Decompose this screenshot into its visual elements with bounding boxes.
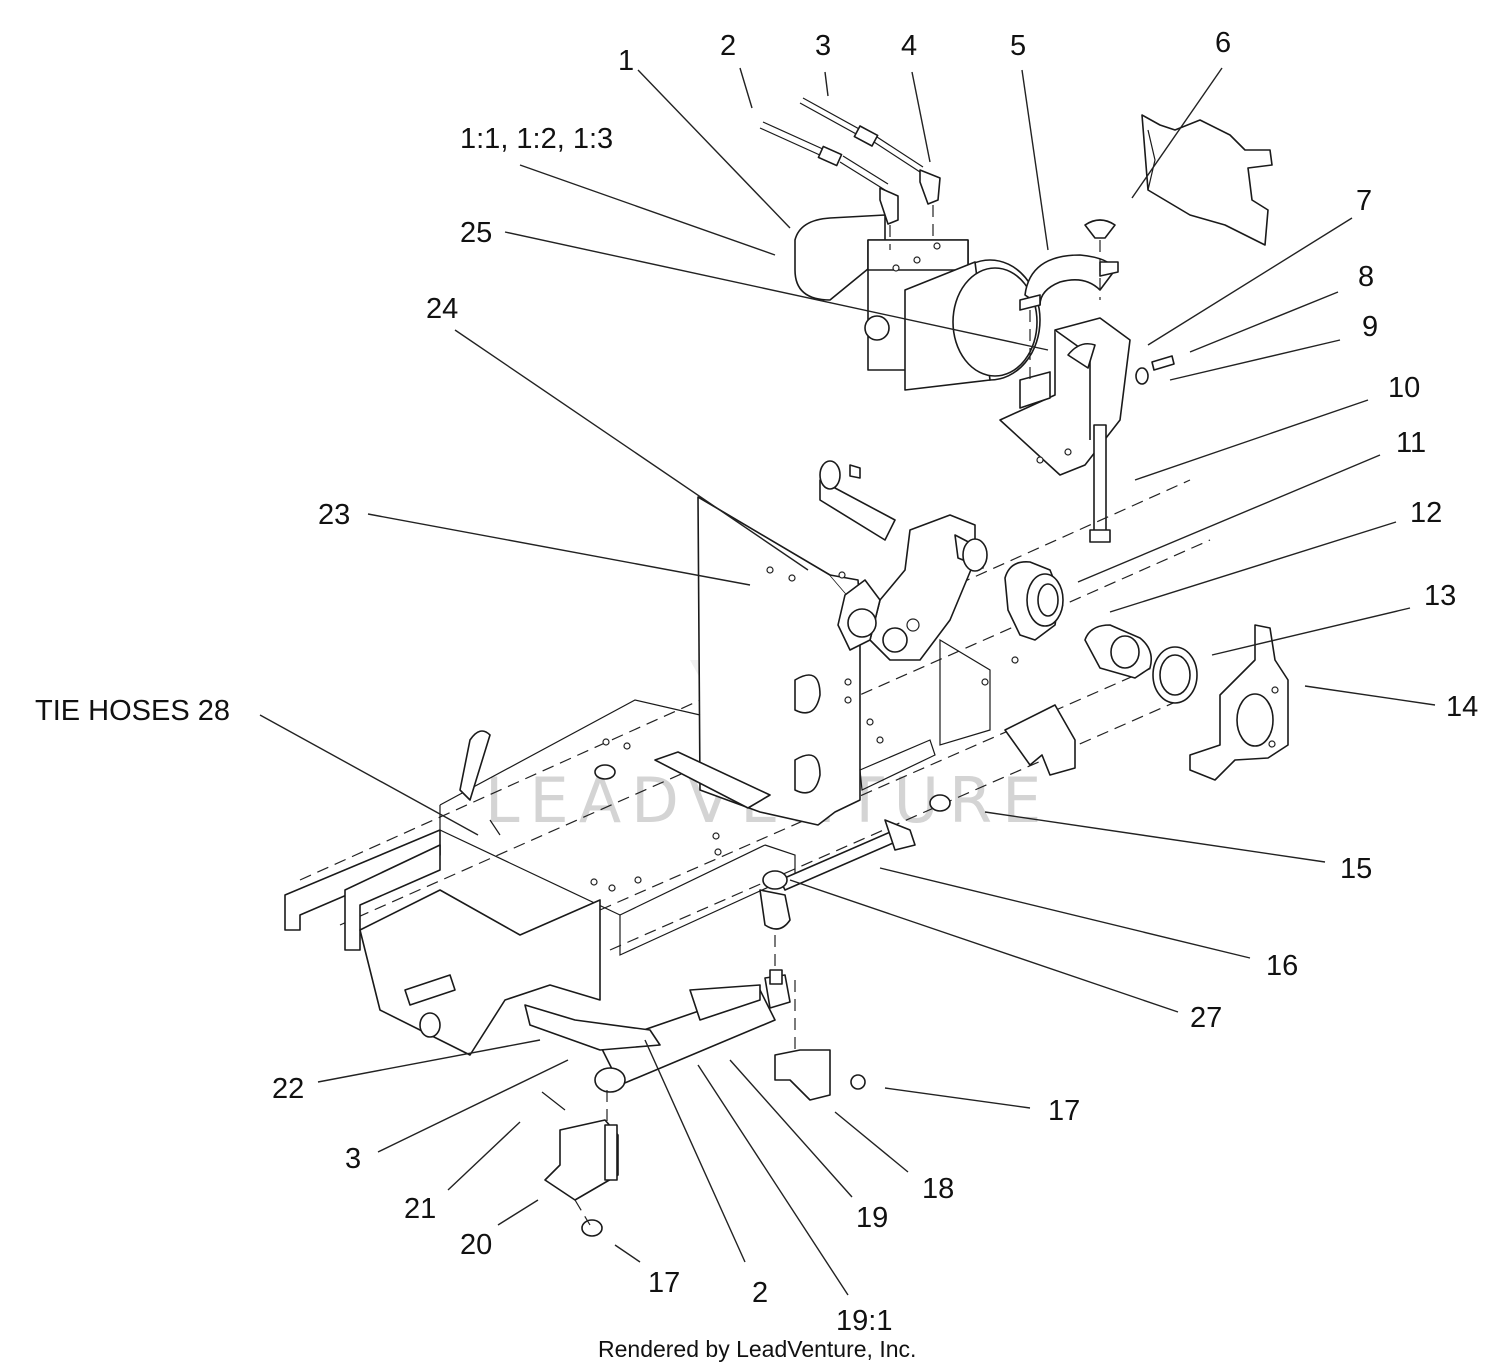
callout-20: 20 xyxy=(460,1229,492,1261)
callout-12: 12 xyxy=(1410,497,1442,529)
hydraulic-hose-upper xyxy=(759,97,941,250)
callout-10: 10 xyxy=(1388,372,1420,404)
callout-4: 4 xyxy=(901,30,917,62)
frame-platform xyxy=(439,638,1019,956)
callout-3: 3 xyxy=(815,30,831,62)
flange-bearing xyxy=(1004,561,1064,641)
callout-18: 18 xyxy=(922,1173,954,1205)
render-credit: Rendered by LeadVenture, Inc. xyxy=(598,1336,916,1362)
callout-21: 21 xyxy=(404,1193,436,1225)
bearing-plate xyxy=(1084,624,1198,704)
callout-24: 24 xyxy=(426,293,458,325)
callout-1: 1 xyxy=(618,45,634,77)
pump-clamp xyxy=(1019,219,1119,311)
callout-14: 14 xyxy=(1446,691,1478,723)
lower-bracket-right xyxy=(774,980,866,1101)
callout-9: 9 xyxy=(1362,311,1378,343)
callout-17-right: 17 xyxy=(1048,1095,1080,1127)
long-bolt xyxy=(1089,424,1111,543)
callout-16: 16 xyxy=(1266,950,1298,982)
lower-bracket-left xyxy=(541,1090,619,1237)
side-panel xyxy=(1141,114,1273,246)
callout-15: 15 xyxy=(1340,853,1372,885)
hydraulic-pump xyxy=(794,214,1041,391)
callout-3-lower: 3 xyxy=(345,1143,361,1175)
callout-tie-hoses-28: TIE HOSES 28 xyxy=(35,695,230,727)
callout-23: 23 xyxy=(318,499,350,531)
leader-lines xyxy=(259,67,1436,1296)
hydraulic-cylinder xyxy=(524,969,791,1093)
callout-19: 19 xyxy=(856,1202,888,1234)
callout-6: 6 xyxy=(1215,27,1231,59)
callout-8: 8 xyxy=(1358,261,1374,293)
callout-1-sub: 1:1, 1:2, 1:3 xyxy=(460,123,613,155)
callout-22: 22 xyxy=(272,1073,304,1105)
callout-17-left: 17 xyxy=(648,1267,680,1299)
callout-19-sub: 19:1 xyxy=(836,1305,892,1337)
steering-link xyxy=(759,794,951,975)
callout-5: 5 xyxy=(1010,30,1026,62)
left-frame-rails xyxy=(284,730,601,1056)
callout-labels: 1 2 3 4 5 6 1:1, 1:2, 1:3 7 25 8 9 24 10… xyxy=(35,27,1478,1337)
control-shaft xyxy=(819,460,988,661)
callout-7: 7 xyxy=(1356,185,1372,217)
callout-2-lower: 2 xyxy=(752,1277,768,1309)
right-bracket xyxy=(1004,624,1289,781)
callout-25: 25 xyxy=(460,217,492,249)
callout-13: 13 xyxy=(1424,580,1456,612)
callout-11: 11 xyxy=(1396,427,1426,459)
callout-27: 27 xyxy=(1190,1002,1222,1034)
callout-2: 2 xyxy=(720,30,736,62)
control-plate xyxy=(697,496,861,826)
